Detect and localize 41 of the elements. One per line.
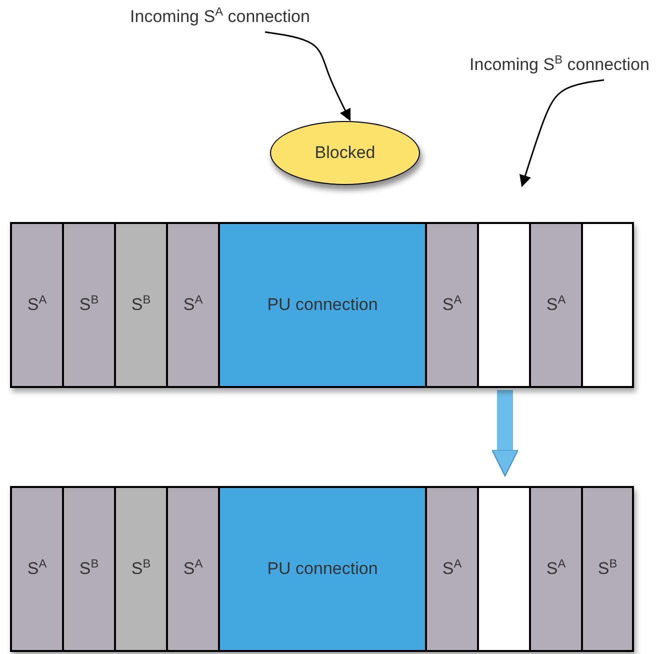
connection-slot	[63, 223, 115, 387]
connection-slot	[167, 223, 219, 387]
slot-label: S$^{B}$	[598, 559, 618, 579]
connection-slot	[219, 487, 426, 651]
slot-label: Blocked	[314, 143, 376, 163]
slot-label: S$^{A}$	[27, 295, 47, 315]
arrow	[520, 79, 604, 188]
arrow	[264, 31, 351, 122]
annotation-text: Incoming S$^{B}$ connection	[470, 55, 650, 75]
connection-slots-bar	[10, 486, 634, 652]
connection-slots-bar	[10, 222, 634, 388]
slot-label: S$^{A}$	[183, 295, 203, 315]
connection-slot	[219, 223, 426, 387]
connection-slot	[167, 487, 219, 651]
slot-label: S$^{B}$	[79, 559, 99, 579]
slot-label: S$^{A}$	[27, 559, 47, 579]
connection-slot	[530, 487, 582, 651]
connection-slot	[530, 223, 582, 387]
connection-slot	[11, 223, 63, 387]
slot-label: S$^{A}$	[546, 295, 566, 315]
slot-label: S$^{A}$	[442, 295, 462, 315]
transition-arrow	[492, 390, 518, 476]
empty-slot	[478, 223, 530, 387]
empty-slot	[582, 223, 633, 387]
slot-label: S$^{B}$	[131, 295, 151, 315]
connection-slot	[63, 487, 115, 651]
empty-slot	[478, 487, 530, 651]
slot-label: S$^{B}$	[79, 295, 99, 315]
connection-slot	[11, 487, 63, 651]
connection-slot	[582, 487, 633, 651]
slot-label: PU connection	[267, 295, 378, 315]
connection-slot	[426, 487, 478, 651]
slot-label: S$^{B}$	[131, 559, 151, 579]
slot-label: S$^{A}$	[442, 559, 462, 579]
slot-label: S$^{A}$	[546, 559, 566, 579]
connection-slot	[115, 223, 167, 387]
connection-slot	[115, 487, 167, 651]
connection-slot	[426, 223, 478, 387]
annotation-text: Incoming S$^{A}$ connection	[130, 7, 310, 27]
slot-label: PU connection	[267, 559, 378, 579]
slot-label: S$^{A}$	[183, 559, 203, 579]
